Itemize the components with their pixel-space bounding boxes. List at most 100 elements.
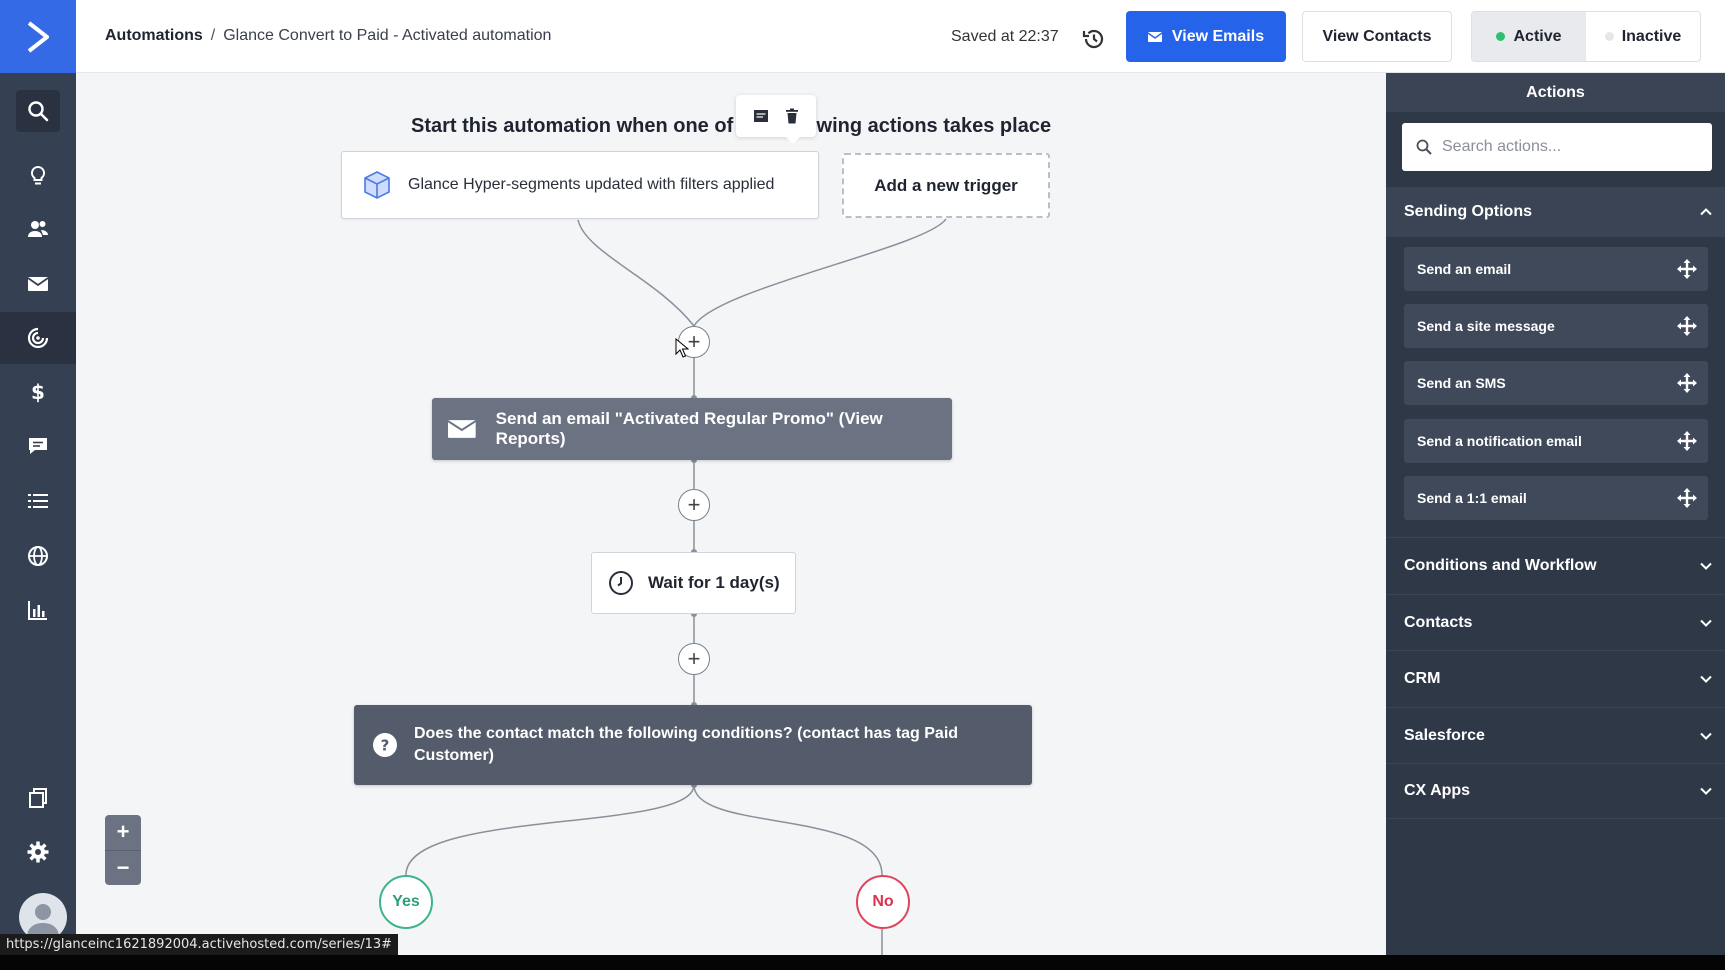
status-bar-url: https://glanceinc1621892004.activehosted… (0, 934, 399, 956)
mouse-cursor-icon (675, 338, 689, 358)
zoom-controls: + − (105, 815, 141, 885)
sidebar-item-reports[interactable] (0, 584, 76, 636)
question-circle-icon: ? (373, 733, 397, 757)
actions-search-input[interactable] (1442, 138, 1702, 156)
move-drag-icon[interactable] (1676, 487, 1698, 509)
bottom-bar (0, 955, 1725, 970)
branch-no[interactable]: No (856, 875, 910, 929)
bar-chart-icon (28, 601, 47, 620)
copy-pages-icon (29, 788, 47, 808)
section-conditions-workflow[interactable]: Conditions and Workflow (1386, 537, 1725, 593)
zoom-in-button[interactable]: + (105, 815, 141, 851)
section-label: Contacts (1404, 613, 1473, 631)
breadcrumb-automations-link[interactable]: Automations (105, 27, 203, 44)
branch-yes[interactable]: Yes (379, 875, 433, 929)
status-toggle: Active Inactive (1471, 11, 1701, 62)
actions-panel: Actions Sending Options Send an email Se… (1386, 73, 1725, 955)
sidebar-item-conversations[interactable] (0, 420, 76, 472)
send-email-node[interactable]: Send an email "Activated Regular Promo" … (432, 398, 952, 460)
chevron-down-icon (1700, 732, 1712, 740)
zoom-out-button[interactable]: − (116, 854, 130, 880)
active-dot-icon (1496, 32, 1506, 41)
inactive-dot-icon (1604, 32, 1614, 41)
action-send-email[interactable]: Send an email (1404, 247, 1708, 291)
chevron-right-logo-icon (27, 20, 49, 53)
flow-connectors (405, 218, 947, 955)
sidebar-search-box (16, 90, 60, 132)
action-send-site-message[interactable]: Send a site message (1404, 304, 1708, 348)
automation-canvas[interactable]: Start this automation when one of the fo… (76, 73, 1386, 955)
status-inactive-label: Inactive (1621, 27, 1682, 45)
status-active-option[interactable]: Active (1472, 12, 1586, 61)
saved-status: Saved at 22:37 (951, 28, 1059, 45)
breadcrumb-current: Glance Convert to Paid - Activated autom… (223, 27, 552, 44)
trigger-node[interactable]: Glance Hyper-segments updated with filte… (341, 151, 819, 219)
envelope-icon (27, 277, 49, 291)
trash-icon[interactable] (785, 108, 799, 124)
action-label: Send an email (1417, 261, 1512, 277)
move-drag-icon[interactable] (1676, 258, 1698, 280)
sidebar-item-search[interactable] (0, 85, 76, 137)
move-drag-icon[interactable] (1676, 315, 1698, 337)
envelope-icon (1147, 31, 1162, 42)
add-action-plus-button[interactable]: + (678, 489, 710, 521)
svg-text:?: ? (381, 737, 390, 755)
action-label: Send a site message (1417, 318, 1555, 334)
sidebar-item-contacts[interactable] (0, 203, 76, 255)
sidebar-item-automations[interactable] (0, 312, 76, 364)
action-label: Send a 1:1 email (1417, 490, 1527, 506)
action-send-1-1-email[interactable]: Send a 1:1 email (1404, 476, 1708, 520)
status-inactive-option[interactable]: Inactive (1586, 12, 1700, 61)
action-send-sms[interactable]: Send an SMS (1404, 361, 1708, 405)
move-drag-icon[interactable] (1676, 372, 1698, 394)
app-logo[interactable] (0, 0, 76, 73)
actions-search (1402, 123, 1712, 171)
action-label: Send an SMS (1417, 375, 1506, 391)
actions-panel-title: Actions (1386, 73, 1725, 112)
move-drag-icon[interactable] (1676, 430, 1698, 452)
section-contacts[interactable]: Contacts (1386, 594, 1725, 650)
status-active-label: Active (1513, 27, 1562, 45)
section-cx-apps[interactable]: CX Apps (1386, 763, 1725, 819)
section-sending-options[interactable]: Sending Options (1386, 187, 1725, 237)
section-label: Conditions and Workflow (1404, 556, 1597, 574)
sidebar-item-lightbulb[interactable] (0, 150, 76, 202)
search-icon (1416, 139, 1432, 155)
sidebar-item-settings[interactable] (0, 826, 76, 878)
left-sidebar: $ (0, 0, 76, 955)
breadcrumb-separator: / (210, 27, 216, 44)
svg-text:$: $ (31, 380, 45, 404)
history-icon[interactable] (1081, 26, 1107, 52)
chevron-down-icon (1700, 619, 1712, 627)
action-label: Send a notification email (1417, 433, 1582, 449)
trigger-mini-toolbar (736, 95, 816, 144)
contacts-icon (28, 221, 48, 237)
edit-note-icon[interactable] (753, 108, 769, 124)
add-trigger-button[interactable]: Add a new trigger (842, 153, 1050, 218)
sidebar-item-lists[interactable] (0, 475, 76, 527)
gear-icon (27, 841, 49, 863)
send-email-node-label: Send an email "Activated Regular Promo" … (495, 409, 883, 448)
automations-icon (27, 327, 49, 349)
sidebar-item-pages[interactable] (0, 772, 76, 824)
section-salesforce[interactable]: Salesforce (1386, 707, 1725, 763)
dollar-icon: $ (31, 380, 45, 404)
condition-node[interactable]: ? Does the contact match the following c… (354, 705, 1032, 785)
avatar[interactable] (19, 893, 67, 941)
view-contacts-button[interactable]: View Contacts (1302, 11, 1452, 62)
section-sending-options-label: Sending Options (1404, 203, 1532, 220)
action-send-notification-email[interactable]: Send a notification email (1404, 419, 1708, 463)
sidebar-item-website[interactable] (0, 530, 76, 582)
envelope-icon (448, 420, 476, 438)
view-emails-button[interactable]: View Emails (1126, 11, 1286, 62)
sidebar-item-deals[interactable]: $ (0, 366, 76, 418)
wait-node[interactable]: Wait for 1 day(s) (591, 552, 796, 614)
cube-icon (364, 171, 390, 199)
trigger-label: Glance Hyper-segments updated with filte… (408, 176, 775, 193)
section-crm[interactable]: CRM (1386, 650, 1725, 706)
globe-icon (28, 546, 48, 566)
top-header: Automations / Glance Convert to Paid - Act… (76, 0, 1725, 73)
sidebar-item-email[interactable] (0, 258, 76, 310)
add-action-plus-button[interactable]: + (678, 643, 710, 675)
chat-icon (29, 438, 47, 454)
